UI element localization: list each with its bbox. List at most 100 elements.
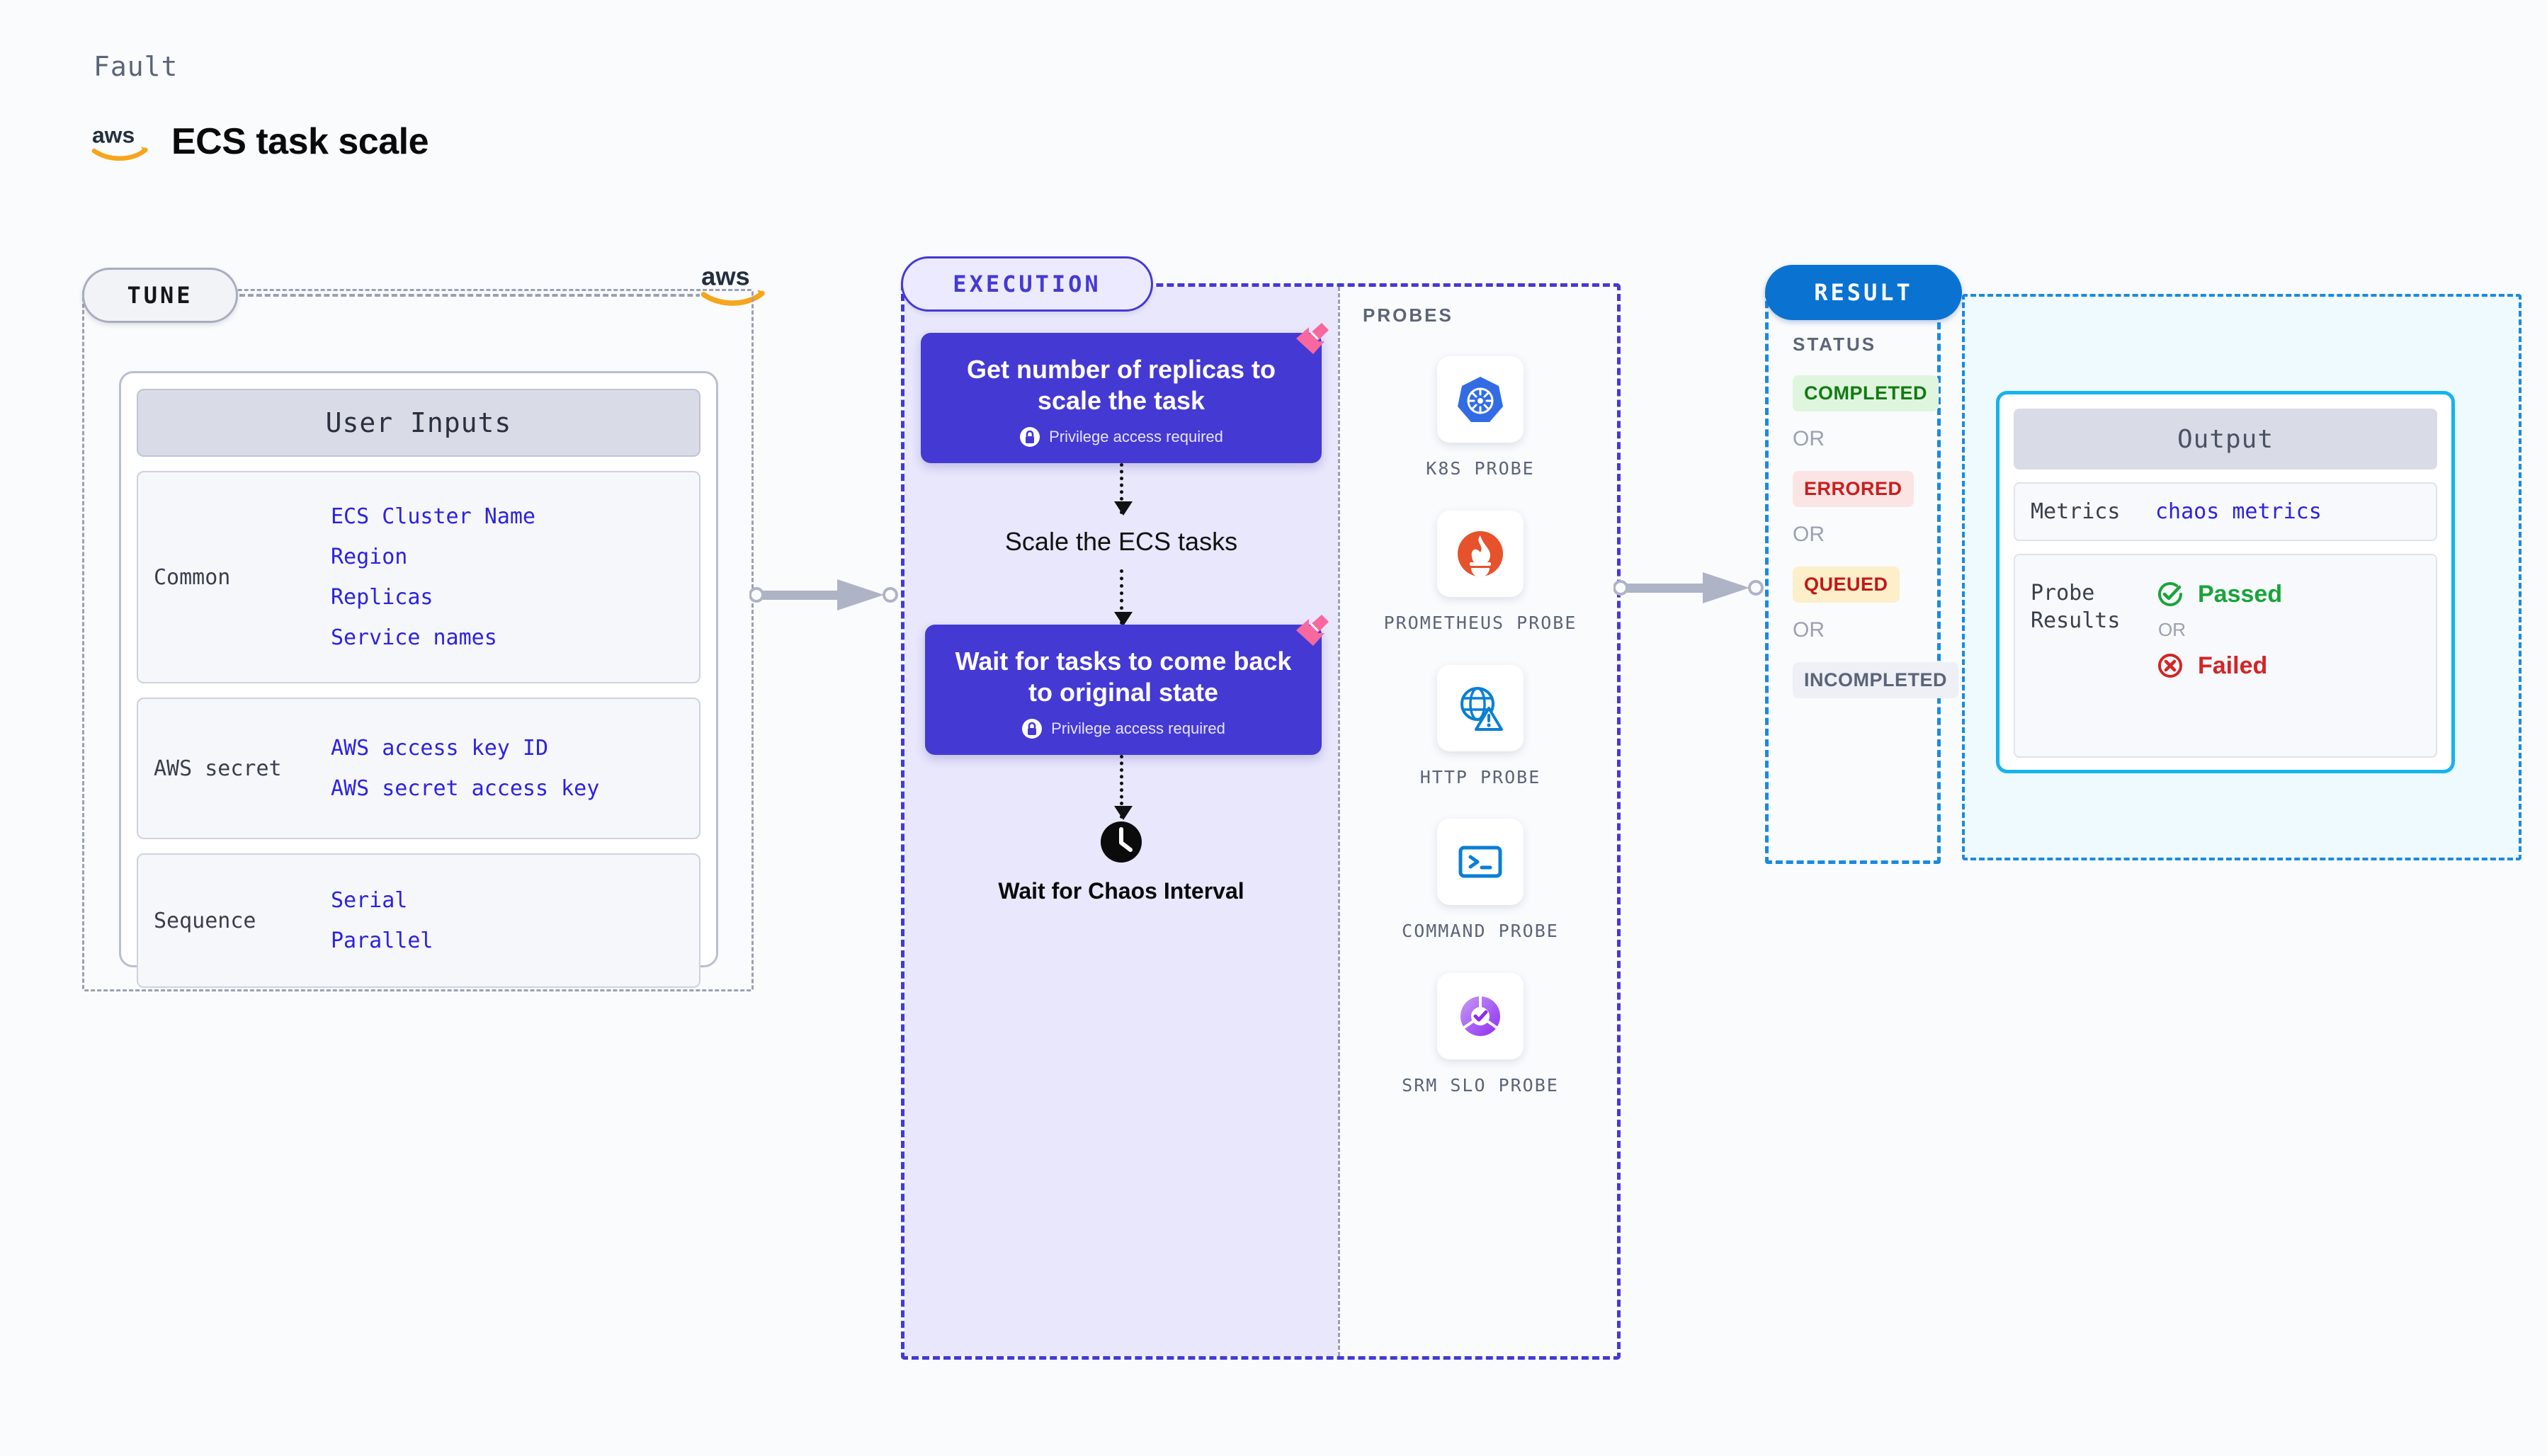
status-or-label: OR bbox=[1793, 427, 1825, 450]
flow-connector bbox=[1113, 462, 1133, 516]
arrow-tune-to-execution bbox=[749, 579, 898, 610]
probe-label: COMMAND PROBE bbox=[1402, 921, 1559, 942]
tune-connector-line bbox=[239, 294, 744, 297]
arrow-execution-to-result bbox=[1613, 572, 1764, 603]
page-subtitle-fault: Fault bbox=[93, 51, 178, 82]
tune-badge-label: TUNE bbox=[127, 282, 193, 309]
probe-tile bbox=[1437, 664, 1524, 751]
probe-label: HTTP PROBE bbox=[1419, 766, 1541, 787]
input-value[interactable]: Service names bbox=[331, 625, 497, 650]
probe-result-or-label: OR bbox=[2158, 619, 2186, 640]
user-inputs-header: User Inputs bbox=[137, 389, 700, 457]
flow-step-wait-chaos-interval: Wait for Chaos Interval bbox=[921, 819, 1322, 906]
page-title-row: aws ECS task scale bbox=[91, 120, 429, 163]
output-card: Output Metrics chaos metrics Probe Resul… bbox=[1996, 391, 2455, 773]
probes-heading: PROBES bbox=[1363, 305, 1453, 326]
output-metrics-label: Metrics bbox=[2031, 499, 2121, 524]
flow-step-wait-original-state[interactable]: Wait for tasks to come back to original … bbox=[925, 614, 1329, 755]
output-card-header: Output bbox=[2014, 409, 2437, 470]
clock-icon bbox=[1101, 821, 1142, 863]
probe-item-srm-slo[interactable]: SRM SLO PROBE bbox=[1353, 973, 1608, 1098]
input-value[interactable]: Region bbox=[331, 545, 408, 569]
input-group-sequence: Sequence Serial Parallel bbox=[137, 853, 700, 988]
tune-aws-logo: aws bbox=[700, 261, 771, 307]
flow-mid-label: Scale the ECS tasks bbox=[1004, 526, 1238, 556]
flow-connector bbox=[1113, 569, 1133, 626]
probe-tile bbox=[1437, 819, 1524, 906]
svg-text:aws: aws bbox=[92, 122, 135, 147]
input-value[interactable]: ECS Cluster Name bbox=[331, 504, 535, 529]
input-value[interactable]: Parallel bbox=[331, 928, 433, 953]
probe-result-passed-text: Passed bbox=[2198, 580, 2283, 608]
probe-result-failed: Failed bbox=[2155, 651, 2282, 681]
probe-label: SRM SLO PROBE bbox=[1402, 1075, 1559, 1096]
input-group-common: Common ECS Cluster Name Region Replicas … bbox=[137, 471, 700, 683]
status-or-label: OR bbox=[1793, 618, 1825, 642]
execution-flow-column: Get number of replicas to scale the task… bbox=[921, 323, 1329, 906]
flow-step-privilege-note: Privilege access required bbox=[939, 426, 1303, 448]
status-badge-errored: ERRORED bbox=[1793, 471, 1914, 507]
srm-slo-icon bbox=[1460, 996, 1500, 1036]
page-title: ECS task scale bbox=[171, 121, 429, 162]
wait-chaos-interval-label: Wait for Chaos Interval bbox=[998, 877, 1244, 904]
x-circle-icon bbox=[2158, 654, 2182, 678]
input-group-label: Common bbox=[154, 564, 231, 590]
flow-step-title: Get number of replicas to scale the task bbox=[966, 355, 1276, 415]
flow-step-title: Wait for tasks to come back to original … bbox=[955, 646, 1292, 707]
output-row-probe-results: Probe Results Passed OR Failed bbox=[2014, 554, 2437, 758]
execution-probes-divider bbox=[1338, 287, 1340, 1356]
probe-item-command[interactable]: COMMAND PROBE bbox=[1353, 819, 1608, 943]
result-status-region: STATUS COMPLETED OR ERRORED OR QUEUED OR… bbox=[1765, 290, 1959, 864]
input-value[interactable]: AWS secret access key bbox=[331, 776, 600, 801]
execution-region bbox=[901, 283, 1621, 1360]
terminal-icon bbox=[1458, 846, 1502, 878]
input-value[interactable]: AWS access key ID bbox=[331, 736, 549, 761]
privilege-note-text: Privilege access required bbox=[1049, 427, 1223, 445]
result-stage-badge[interactable]: RESULT bbox=[1765, 265, 1962, 320]
probe-result-passed: Passed bbox=[2155, 579, 2282, 609]
probe-item-k8s[interactable]: K8S PROBE bbox=[1353, 356, 1608, 481]
input-value[interactable]: Serial bbox=[331, 888, 408, 913]
http-globe-icon bbox=[1460, 686, 1503, 731]
probe-item-http[interactable]: HTTP PROBE bbox=[1353, 664, 1608, 790]
probe-result-failed-text: Failed bbox=[2198, 652, 2268, 679]
input-group-aws-secret: AWS secret AWS access key ID AWS secret … bbox=[137, 698, 700, 839]
probe-tile bbox=[1437, 356, 1524, 443]
execution-stage-badge[interactable]: EXECUTION bbox=[901, 256, 1153, 312]
tune-stage-badge[interactable]: TUNE bbox=[82, 268, 238, 323]
lock-icon bbox=[1020, 426, 1040, 447]
aws-logo-icon: aws bbox=[700, 262, 765, 306]
probe-label: K8S PROBE bbox=[1426, 458, 1535, 479]
user-inputs-card: User Inputs Common ECS Cluster Name Regi… bbox=[119, 371, 718, 988]
probe-item-prometheus[interactable]: PROMETHEUS PROBE bbox=[1353, 510, 1608, 635]
kubernetes-icon bbox=[1458, 377, 1503, 422]
prometheus-icon bbox=[1458, 530, 1503, 577]
input-value[interactable]: Replicas bbox=[331, 585, 433, 610]
status-badge-incompleted: INCOMPLETED bbox=[1793, 662, 1959, 698]
probe-tile bbox=[1437, 973, 1524, 1059]
probes-column: PROBES K8S PROBE bbox=[1353, 305, 1608, 1098]
input-group-label: AWS secret bbox=[154, 756, 282, 781]
flow-step-privilege-note: Privilege access required bbox=[943, 718, 1303, 739]
output-probe-results-label: Probe Results bbox=[2031, 581, 2121, 633]
result-badge-label: RESULT bbox=[1814, 279, 1913, 306]
probe-tile bbox=[1437, 510, 1524, 597]
lock-icon bbox=[1022, 718, 1043, 739]
privilege-note-text: Privilege access required bbox=[1051, 719, 1225, 737]
svg-text:aws: aws bbox=[701, 262, 750, 291]
corner-flag-icon bbox=[1296, 614, 1329, 646]
input-group-label: Sequence bbox=[154, 908, 256, 933]
status-badge-queued: QUEUED bbox=[1793, 567, 1900, 603]
status-or-label: OR bbox=[1793, 523, 1825, 546]
status-heading: STATUS bbox=[1793, 334, 1877, 355]
flow-connector bbox=[1113, 754, 1133, 820]
probe-label: PROMETHEUS PROBE bbox=[1383, 612, 1577, 633]
output-row-metrics: Metrics chaos metrics bbox=[2014, 482, 2437, 541]
output-metrics-value[interactable]: chaos metrics bbox=[2155, 499, 2322, 524]
status-badge-completed: COMPLETED bbox=[1793, 375, 1939, 411]
tune-region bbox=[82, 289, 754, 991]
execution-badge-label: EXECUTION bbox=[953, 271, 1101, 297]
flow-step-get-replicas[interactable]: Get number of replicas to scale the task… bbox=[921, 323, 1329, 463]
corner-flag-icon bbox=[1296, 323, 1329, 354]
check-circle-icon bbox=[2158, 582, 2182, 606]
